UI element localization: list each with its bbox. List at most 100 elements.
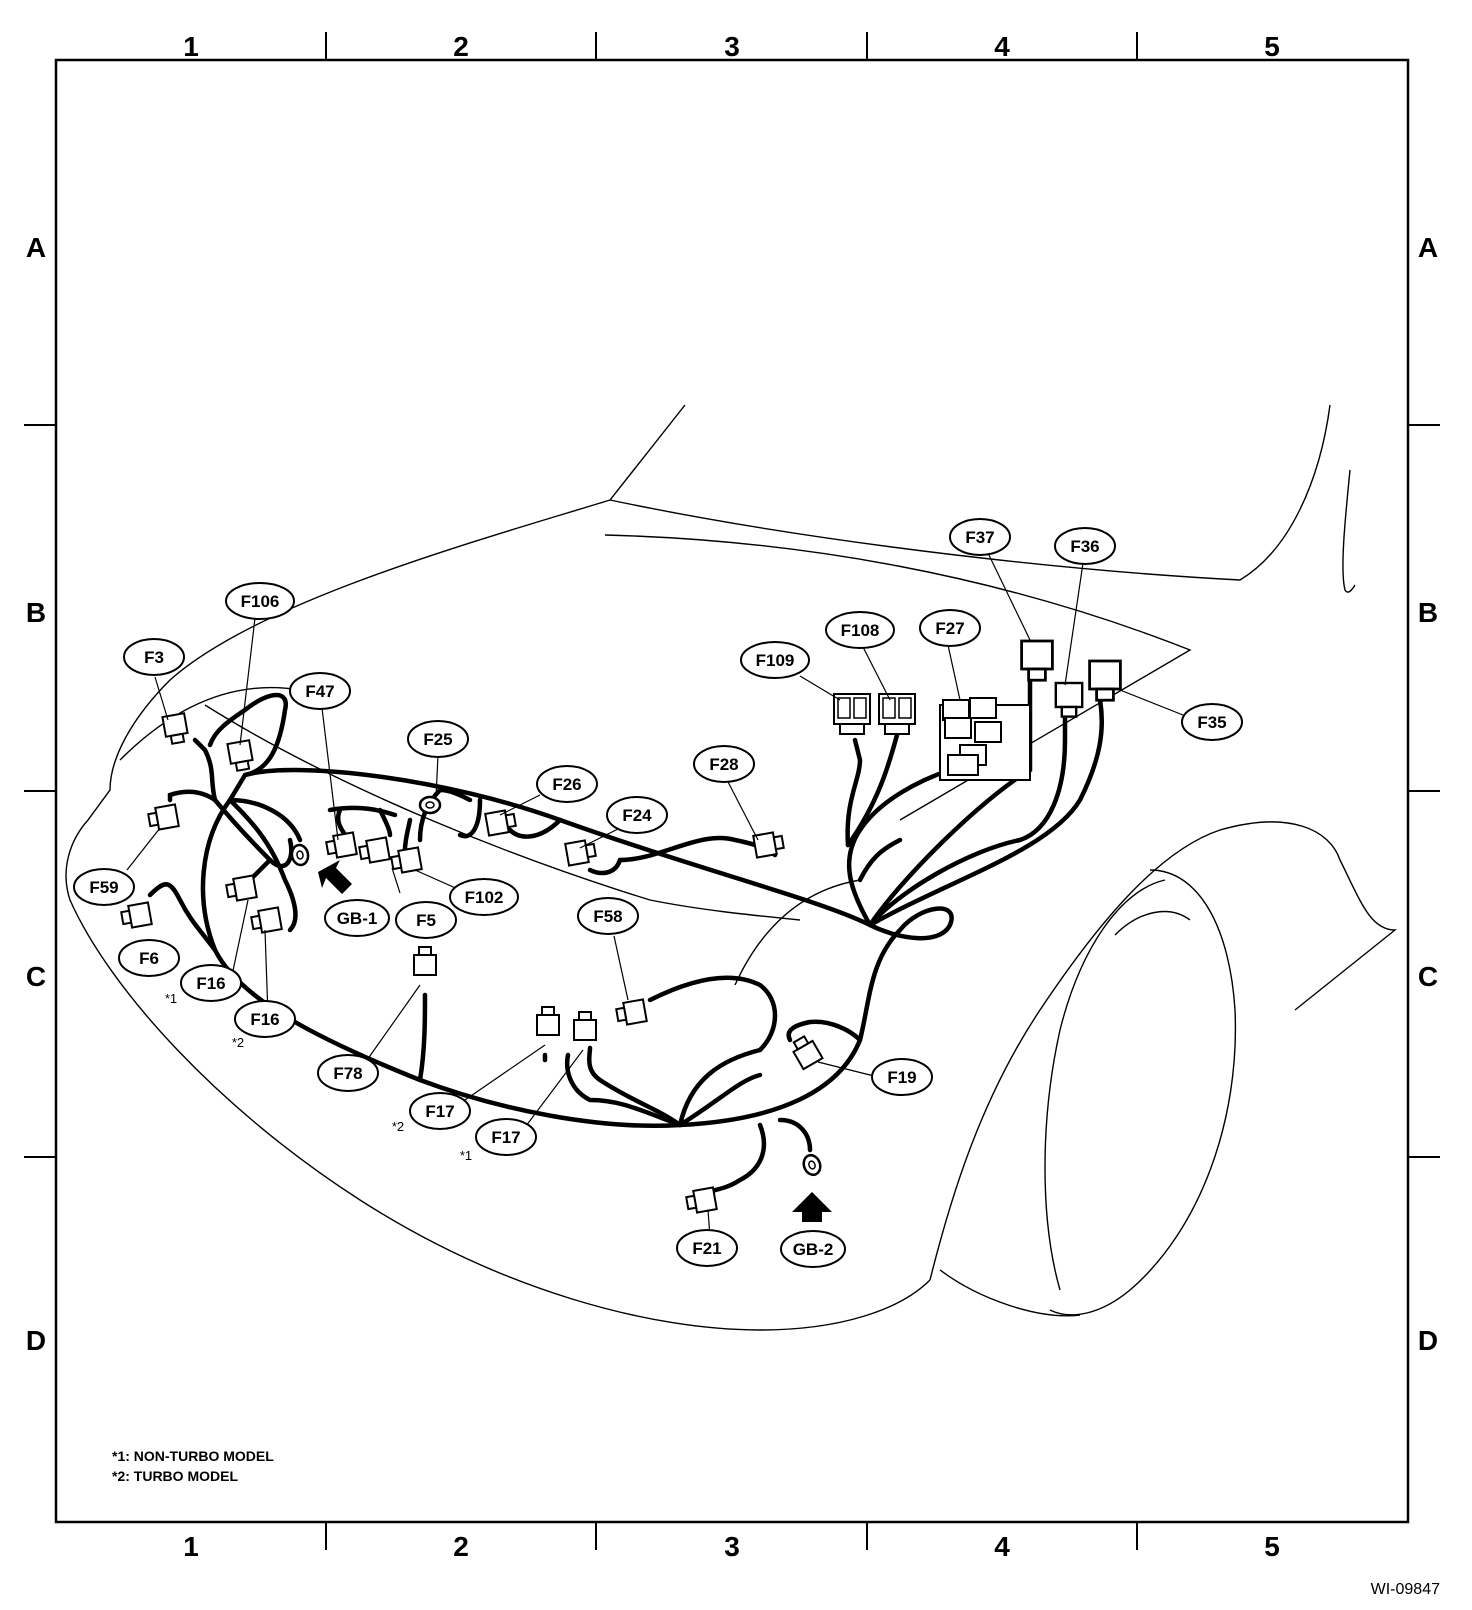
label-f17-nonturbo-text: F17 [491,1128,520,1147]
col-label-top-4: 4 [994,31,1010,62]
label-f28-text: F28 [709,755,738,774]
connector-f35-body [1088,659,1122,702]
connector-f102-body [389,846,423,875]
connector-f78-body [413,946,437,976]
label-f16-turbo[interactable]: F16 [234,1000,296,1038]
label-f17-turbo[interactable]: F17 [409,1092,471,1130]
mark-f16-nonturbo: *1 [165,991,177,1006]
label-f5[interactable]: F5 [395,901,457,939]
col-label-bottom-1: 1 [183,1531,199,1562]
label-f108-text: F108 [841,621,880,640]
ground-ring-gb1 [289,842,311,868]
label-f19[interactable]: F19 [871,1058,933,1096]
label-f47-text: F47 [305,682,334,701]
row-label-left-D: D [26,1325,46,1356]
col-label-bottom-5: 5 [1264,1531,1280,1562]
connector-f24-body [564,838,598,867]
col-label-bottom-3: 3 [724,1531,740,1562]
connector-f3-body [161,712,190,746]
connector-f16-2-body [249,906,283,935]
label-f35-text: F35 [1197,713,1226,732]
connector-f27-relay-block [939,697,1031,781]
connector-f58-body [614,998,648,1027]
gb1-arrow-icon [318,860,352,894]
note-turbo: *2: TURBO MODEL [112,1468,238,1484]
connector-f108-body [878,693,916,735]
label-gb1-text: GB-1 [337,909,378,928]
label-f16-nonturbo[interactable]: F16 [180,964,242,1002]
label-f36-text: F36 [1070,537,1099,556]
label-f108[interactable]: F108 [825,611,895,649]
col-label-bottom-2: 2 [453,1531,469,1562]
connector-f106-body [226,739,255,773]
label-gb1[interactable]: GB-1 [324,899,390,937]
connector-f17-2-body [536,1006,560,1036]
label-f24-text: F24 [622,806,652,825]
drawing-reference-number: WI-09847 [1371,1581,1440,1598]
car-body-outline [65,404,1397,1331]
label-f24[interactable]: F24 [606,796,668,834]
connector-f5-body [357,836,391,865]
ground-ring-f25 [418,795,442,815]
label-f109[interactable]: F109 [740,641,810,679]
label-f106[interactable]: F106 [225,582,295,620]
connector-f36-body [1054,681,1084,718]
label-f35[interactable]: F35 [1181,703,1243,741]
label-f37-text: F37 [965,528,994,547]
row-label-left-B: B [26,597,46,628]
connector-f37-body [1020,639,1054,682]
label-f19-text: F19 [887,1068,916,1087]
connector-f59-body [146,803,180,832]
label-f21-text: F21 [692,1239,721,1258]
label-f58-text: F58 [593,907,622,926]
row-label-left-C: C [26,961,46,992]
label-f16-turbo-text: F16 [250,1010,279,1029]
label-f59[interactable]: F59 [73,868,135,906]
label-f25[interactable]: F25 [407,720,469,758]
mark-f16-turbo: *2 [232,1035,244,1050]
label-f37[interactable]: F37 [949,518,1011,556]
ground-ring-gb2 [799,1151,825,1179]
connector-f47-body [324,831,358,860]
label-f3[interactable]: F3 [123,638,185,676]
gb2-arrow-icon [792,1192,832,1222]
label-f27[interactable]: F27 [919,609,981,647]
connector-f17-1-body [573,1011,597,1041]
note-non-turbo: *1: NON-TURBO MODEL [112,1448,274,1464]
frame [24,32,1440,1550]
grid-labels: 1 2 3 4 5 1 2 3 4 5 A B C D A B C D [26,31,1438,1562]
label-f27-text: F27 [935,619,964,638]
mark-f17-turbo: *2 [392,1119,404,1134]
row-label-right-B: B [1418,597,1438,628]
label-f3-text: F3 [144,648,164,667]
col-label-top-2: 2 [453,31,469,62]
label-f78-text: F78 [333,1064,362,1083]
label-f59-text: F59 [89,878,118,897]
connector-bodies [119,639,1122,1215]
col-label-top-1: 1 [183,31,199,62]
col-label-top-5: 5 [1264,31,1280,62]
label-gb2[interactable]: GB-2 [780,1230,846,1268]
connector-f21-body [684,1186,718,1215]
row-label-left-A: A [26,232,46,263]
label-f28[interactable]: F28 [693,745,755,783]
label-f5-text: F5 [416,911,436,930]
row-label-right-D: D [1418,1325,1438,1356]
row-label-right-A: A [1418,232,1438,263]
connector-f6-body [119,901,153,930]
wiring-harness [147,677,1105,1198]
label-f25-text: F25 [423,730,452,749]
label-f36[interactable]: F36 [1054,527,1116,565]
leader-lines [126,552,1189,1238]
label-f17-nonturbo[interactable]: F17 [475,1118,537,1156]
label-f102[interactable]: F102 [449,878,519,916]
connector-f28-body [752,830,786,859]
label-f47[interactable]: F47 [289,672,351,710]
label-f106-text: F106 [241,592,280,611]
label-f26[interactable]: F26 [536,765,598,803]
label-f58[interactable]: F58 [577,897,639,935]
label-f78[interactable]: F78 [317,1054,379,1092]
label-f6[interactable]: F6 [118,939,180,977]
label-f21[interactable]: F21 [676,1229,738,1267]
